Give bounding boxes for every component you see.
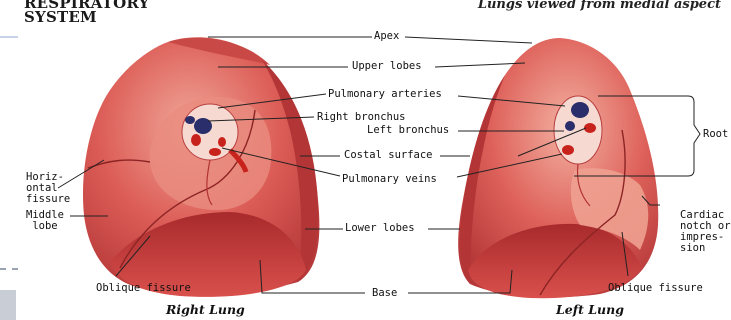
label-horizontal-fissure-line-3: fissure <box>26 194 70 205</box>
label-pulmonary-veins: Pulmonary veins <box>342 174 437 185</box>
right-artery-shape-1 <box>185 116 195 124</box>
caption-right-lung: Right Lung <box>166 302 245 317</box>
label-horizontal-fissure: Horiz- ontal fissure <box>26 172 70 205</box>
label-middle-lobe-line-2: lobe <box>26 221 64 232</box>
right-vein-shape-1 <box>218 137 226 147</box>
right-bronchus-shape <box>194 118 212 134</box>
caption-left-lung: Left Lung <box>556 302 624 317</box>
label-costal-surface: Costal surface <box>344 150 433 161</box>
right-vein-shape-2 <box>209 148 221 156</box>
label-cardiac-notch: Cardiac notch or impres- sion <box>680 210 731 254</box>
label-middle-lobe: Middle lobe <box>26 210 64 232</box>
label-pulmonary-arteries: Pulmonary arteries <box>328 89 442 100</box>
label-upper-lobes: Upper lobes <box>352 61 422 72</box>
right-vein-shape-3 <box>191 134 201 146</box>
leader-apex-left <box>405 37 532 43</box>
label-right-bronchus: Right bronchus <box>317 112 406 123</box>
left-artery-shape <box>571 102 589 118</box>
left-vein-shape-2 <box>562 145 574 155</box>
label-left-bronchus: Left bronchus <box>367 125 449 136</box>
label-oblique-fissure-left: Oblique fissure <box>608 283 703 294</box>
label-cardiac-notch-line-4: sion <box>680 243 731 254</box>
label-root: Root <box>703 129 728 140</box>
label-lower-lobes: Lower lobes <box>345 223 415 234</box>
right-lung <box>83 37 319 297</box>
left-lung <box>458 38 658 298</box>
left-bronchus-shape <box>565 121 575 131</box>
label-apex: Apex <box>374 31 399 42</box>
label-oblique-fissure-right: Oblique fissure <box>96 283 191 294</box>
label-base: Base <box>372 288 397 299</box>
